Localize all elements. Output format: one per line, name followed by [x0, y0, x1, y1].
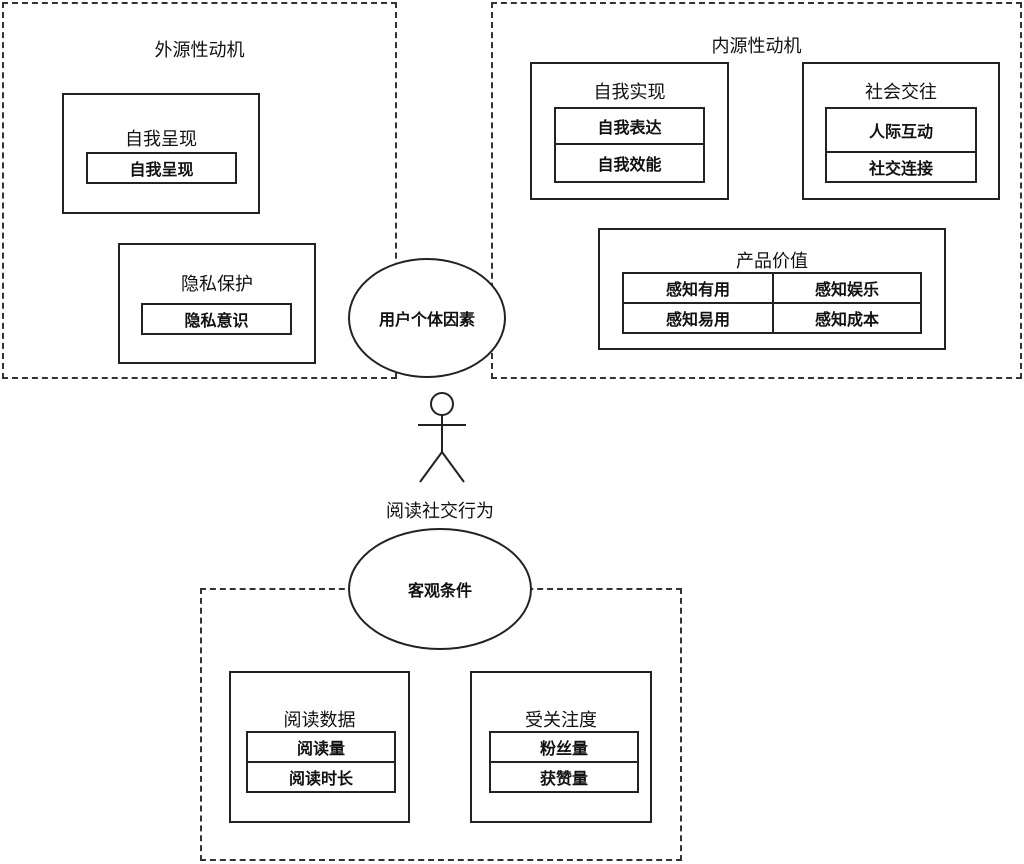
internal-motivation-title: 内源性动机 [711, 36, 802, 57]
user-factors-ellipse: 用户个体因素 [348, 258, 506, 378]
social-item-2: 社交连接 [825, 151, 977, 183]
social-item-1: 人际互动 [825, 107, 977, 153]
product-value-item-2: 感知娱乐 [772, 272, 922, 304]
social-title: 社会交往 [865, 82, 937, 103]
attention-title: 受关注度 [525, 710, 597, 731]
self-actualization-title: 自我实现 [593, 82, 666, 103]
product-value-item-4: 感知成本 [772, 302, 922, 334]
product-value-item-1: 感知有用 [622, 272, 774, 304]
user-actor-icon [418, 392, 466, 483]
reading-data-title: 阅读数据 [283, 710, 356, 731]
attention-item-2: 获赞量 [489, 761, 639, 793]
reading-data-item-1: 阅读量 [246, 731, 396, 763]
external-motivation-region: 外源性动机 [2, 2, 397, 379]
product-value-title: 产品价值 [736, 251, 808, 272]
self-actualization-item-1: 自我表达 [554, 107, 705, 145]
internal-motivation-region: 内源性动机 [491, 2, 1022, 379]
self-actualization-item-2: 自我效能 [554, 143, 705, 183]
external-motivation-title: 外源性动机 [154, 40, 245, 61]
privacy-item: 隐私意识 [141, 303, 292, 335]
product-value-item-3: 感知易用 [622, 302, 774, 334]
self-presentation-item: 自我呈现 [86, 152, 237, 184]
privacy-title: 隐私保护 [181, 274, 253, 295]
objective-conditions-ellipse: 客观条件 [348, 528, 532, 650]
actor-label: 阅读社交行为 [386, 501, 494, 522]
self-presentation-title: 自我呈现 [125, 129, 197, 150]
attention-item-1: 粉丝量 [489, 731, 639, 763]
reading-data-item-2: 阅读时长 [246, 761, 396, 793]
